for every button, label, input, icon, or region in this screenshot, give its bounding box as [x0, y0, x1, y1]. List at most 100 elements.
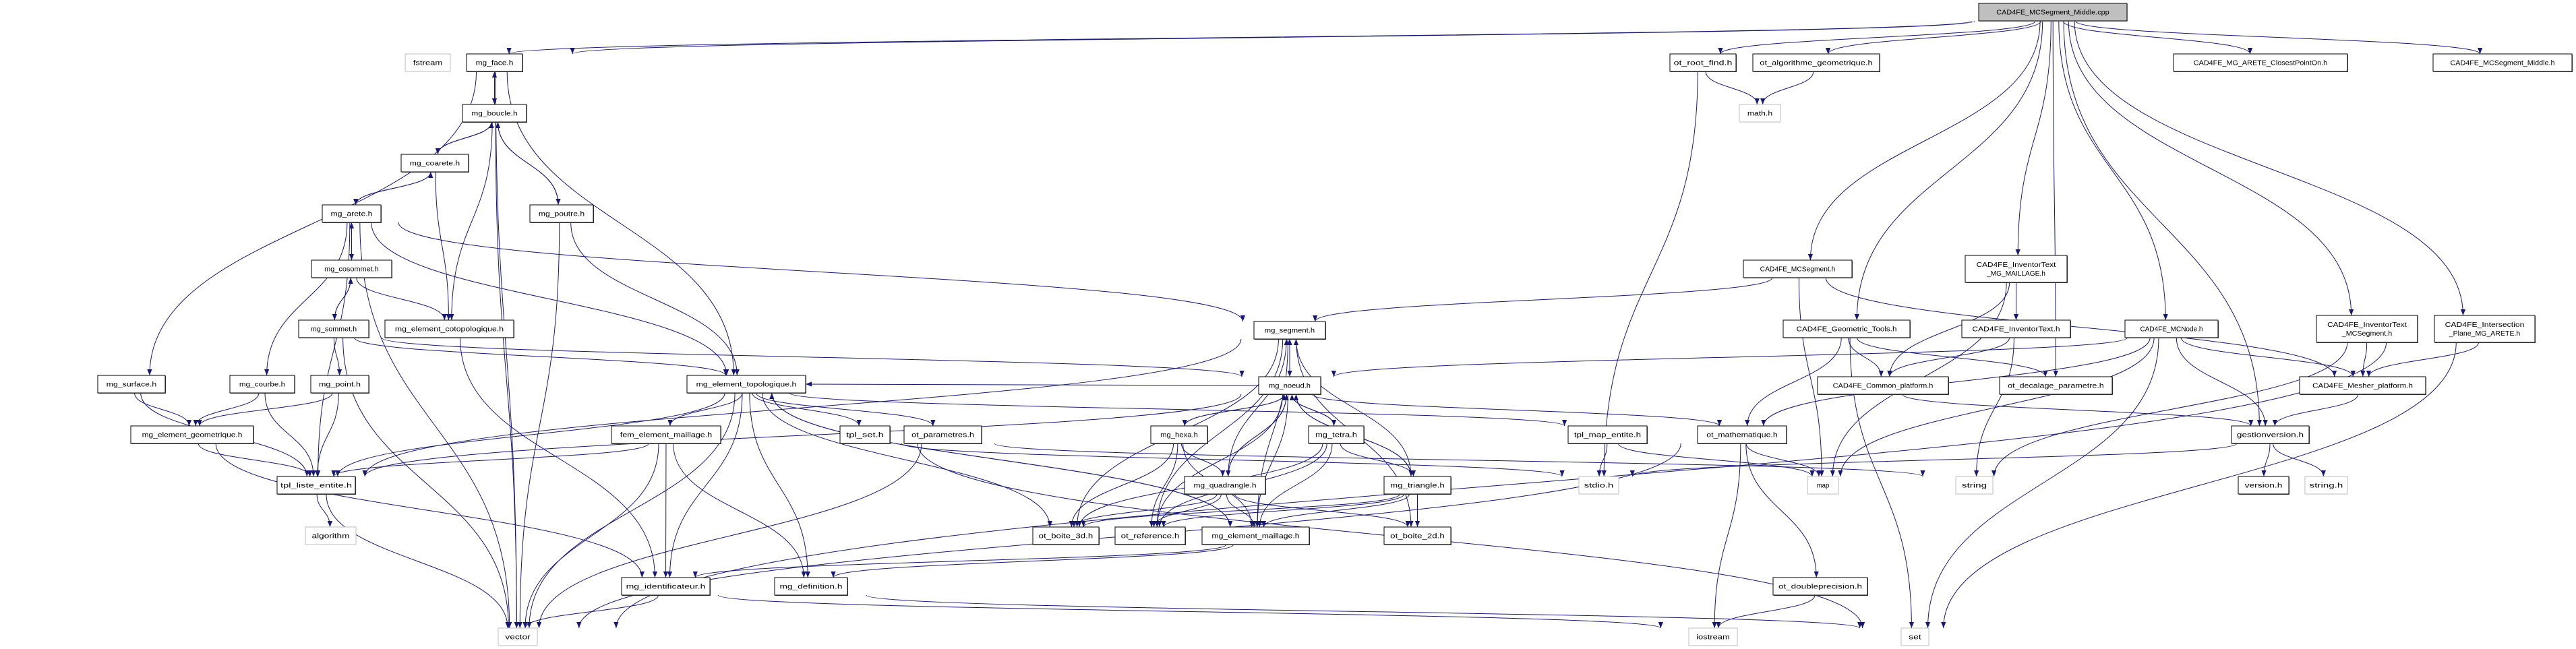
node-mg-tetra[interactable]: mg_tetra.h	[1308, 425, 1365, 444]
node-label: mg_element_cotopologique.h	[395, 326, 504, 334]
node-label: string.h	[2310, 483, 2343, 490]
edge-cad-mcsegment-to-mesher-platform	[1825, 277, 2337, 377]
node-ot-algorithme-geometrique[interactable]: ot_algorithme_geometrique.h	[1752, 53, 1880, 72]
node-mg-hexa[interactable]: mg_hexa.h	[1150, 425, 1208, 444]
node-tpl-liste-entite[interactable]: tpl_liste_entite.h	[276, 476, 356, 495]
node-mg-definition[interactable]: mg_definition.h	[774, 577, 848, 596]
node-label: CAD4FE_MCSegment_Middle.cpp	[1996, 9, 2109, 17]
node-mesher-platform[interactable]: CAD4FE_Mesher_platform.h	[2299, 376, 2426, 395]
node-label: mg_segment.h	[1265, 328, 1315, 335]
edge-ot-mathematique-to-map	[1745, 443, 1822, 477]
node-mg-element-topologique[interactable]: mg_element_topologique.h	[686, 375, 806, 394]
edge-mg-sommet-to-mg-noeud	[381, 337, 1245, 377]
node-ot-mathematique[interactable]: ot_mathematique.h	[1697, 425, 1787, 444]
edge-mg-element-topologique-to-mg-identificateur	[667, 392, 743, 578]
node-label: math.h	[1747, 111, 1772, 118]
node-mg-poutre[interactable]: mg_poutre.h	[529, 204, 594, 223]
node-tpl-set[interactable]: tpl_set.h	[839, 425, 891, 444]
node-label: mg_surface.h	[107, 381, 156, 389]
node-box	[2124, 319, 2219, 338]
node-ot-reference[interactable]: ot_reference.h	[1114, 526, 1186, 545]
node-mg-face[interactable]: mg_face.h	[466, 53, 523, 72]
edge-tpl-map-entite-to-map	[1617, 443, 1815, 477]
node-label: mg_arete.h	[331, 211, 373, 218]
edge-intersection-to-vector	[613, 342, 2387, 629]
node-mg-identificateur[interactable]: mg_identificateur.h	[621, 577, 711, 596]
edge-mg-hexa-to-mg-quadrangle	[1180, 443, 1226, 477]
node-inventortext[interactable]: CAD4FE_InventorText.h	[1961, 319, 2071, 338]
edge-root-to-inv-maillage	[2015, 20, 2051, 256]
node-ot-boite-3d[interactable]: ot_boite_3d.h	[1032, 526, 1100, 545]
node-root[interactable]: CAD4FE_MCSegment_Middle.cpp	[1978, 3, 2128, 22]
node-ot-boite-2d[interactable]: ot_boite_2d.h	[1383, 526, 1451, 545]
edge-ot-mathematique-to-iostream	[1712, 443, 1741, 629]
node-gestionversion[interactable]: gestionversion.h	[2231, 425, 2310, 444]
node-mg-boucle[interactable]: mg_boucle.h	[462, 104, 527, 123]
node-box	[1114, 526, 1186, 545]
edge-mcnode-to-ot-mathematique	[1761, 337, 2151, 427]
node-closest-point[interactable]: CAD4FE_MG_ARETE_ClosestPointOn.h	[2173, 53, 2348, 72]
node-ot-decalage[interactable]: ot_decalage_parametre.h	[1999, 376, 2113, 395]
node-label: ot_boite_2d.h	[1390, 533, 1445, 540]
node-mg-triangle[interactable]: mg_triangle.h	[1383, 476, 1451, 495]
node-stdio: stdio.h	[1578, 476, 1619, 495]
edge-fem-element-maillage-to-mg-definition	[673, 443, 806, 578]
edge-ot-algorithme-geometrique-to-math	[1760, 71, 1814, 105]
node-version[interactable]: version.h	[2238, 476, 2289, 495]
node-common-platform[interactable]: CAD4FE_Common_platform.h	[1817, 376, 1949, 395]
edge-ot-root-find-to-stdio	[1601, 71, 1698, 477]
node-ot-parametres[interactable]: ot_parametres.h	[903, 425, 982, 444]
node-label: ot_parametres.h	[911, 432, 974, 439]
node-box	[839, 425, 891, 444]
edge-mg-element-cotopologique-to-mg-identificateur	[460, 337, 658, 578]
edge-mg-point-to-mg-element-geometrique	[197, 392, 333, 427]
node-mg-quadrangle[interactable]: mg_quadrangle.h	[1184, 476, 1266, 495]
node-intersection[interactable]: CAD4FE_Intersection_Plane_MG_ARETE.h	[2434, 315, 2536, 343]
node-mg-segment[interactable]: mg_segment.h	[1253, 321, 1326, 340]
node-mcsegment-middle-h[interactable]: CAD4FE_MCSegment_Middle.h	[2432, 53, 2573, 72]
node-mg-element-cotopologique[interactable]: mg_element_cotopologique.h	[384, 319, 514, 338]
edge-mg-quadrangle-to-mg-noeud	[1228, 394, 1289, 477]
edge-root-to-ot-algorithme-geometrique	[1826, 20, 2041, 55]
node-label: CAD4FE_InventorText.h	[1972, 326, 2060, 334]
edge-cad-mcsegment-to-mg-segment	[1313, 277, 1773, 322]
node-inv-mcsegment[interactable]: CAD4FE_InventorText_MCSegment.h	[2316, 315, 2418, 343]
node-mg-point[interactable]: mg_point.h	[310, 375, 369, 394]
node-fem-element-maillage[interactable]: fem_element_maillage.h	[611, 425, 721, 444]
node-box	[276, 476, 356, 495]
node-mg-courbe[interactable]: mg_courbe.h	[229, 375, 295, 394]
edge-mcnode-to-set	[1925, 337, 2159, 629]
edge-mg-element-topologique-to-tpl-liste-entite	[335, 392, 725, 477]
node-mg-surface[interactable]: mg_surface.h	[97, 375, 166, 394]
edge-mg-segment-to-ot-reference	[1154, 338, 1284, 528]
edge-gestionversion-to-version	[2261, 443, 2271, 477]
node-mg-cosommet[interactable]: mg_cosommet.h	[311, 259, 392, 278]
node-mg-element-maillage[interactable]: mg_element_maillage.h	[1201, 526, 1310, 545]
edge-mg-arete-to-mg-segment	[398, 222, 1245, 322]
node-mg-element-geometrique[interactable]: mg_element_geometrique.h	[130, 425, 254, 444]
node-box	[229, 375, 295, 394]
edge-mg-courbe-to-tpl-liste-entite	[264, 392, 316, 477]
node-inv-maillage[interactable]: CAD4FE_InventorText_MG_MAILLAGE.h	[1965, 255, 2068, 283]
node-mg-coarete[interactable]: mg_coarete.h	[400, 154, 469, 173]
edge-mg-definition-to-set	[866, 594, 1862, 629]
node-label: CAD4FE_Mesher_platform.h	[2312, 383, 2413, 390]
node-mg-arete[interactable]: mg_arete.h	[322, 204, 382, 223]
edge-mg-sommet-to-mg-element-topologique	[354, 337, 728, 376]
node-mg-noeud[interactable]: mg_noeud.h	[1258, 376, 1321, 395]
node-ot-root-find[interactable]: ot_root_find.h	[1669, 53, 1737, 72]
node-label: CAD4FE_MCSegment.h	[1760, 266, 1836, 274]
node-box	[2173, 53, 2348, 72]
node-tpl-map-entite[interactable]: tpl_map_entite.h	[1567, 425, 1648, 444]
node-ot-doubleprecision[interactable]: ot_doubleprecision.h	[1772, 577, 1868, 596]
edge-mg-face-to-mg-element-topologique	[506, 71, 736, 376]
node-mcnode[interactable]: CAD4FE_MCNode.h	[2124, 319, 2219, 338]
node-cad-mcsegment[interactable]: CAD4FE_MCSegment.h	[1743, 259, 1853, 278]
edge-mg-sommet-to-mg-point	[333, 337, 342, 376]
edge-intersection-to-mesher-platform	[2366, 342, 2479, 377]
node-label: ot_decalage_parametre.h	[2008, 383, 2104, 390]
edge-mg-element-topologique-to-ot-boite-3d	[762, 392, 1052, 528]
node-geometric-tools[interactable]: CAD4FE_Geometric_Tools.h	[1783, 319, 1911, 338]
node-mg-sommet[interactable]: mg_sommet.h	[298, 319, 369, 338]
node-label: algorithm	[312, 533, 350, 540]
